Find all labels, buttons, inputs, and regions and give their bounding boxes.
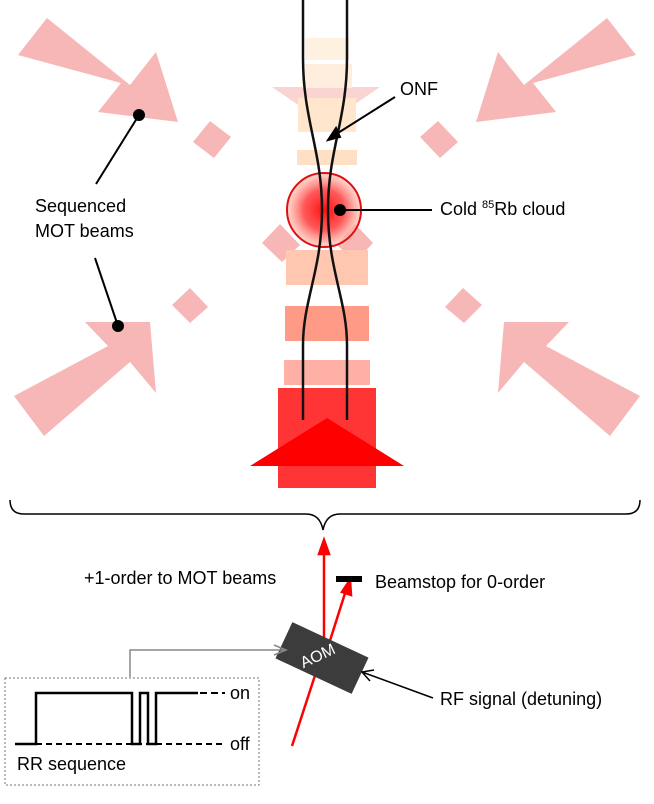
mot-beams-label-line2: MOT beams — [35, 221, 134, 241]
sequence-to-aom-line — [129, 644, 288, 677]
rr-sequence-box — [4, 677, 260, 786]
mot-beam-bottom-right — [445, 288, 640, 436]
beamstop-label: Beamstop for 0-order — [375, 572, 546, 592]
cloud-suffix: Rb cloud — [494, 199, 566, 219]
mot-beam-top-left — [18, 18, 231, 158]
rr-waveform — [15, 691, 198, 746]
central-beam-bands — [272, 38, 380, 385]
cloud-prefix: Cold — [440, 199, 483, 219]
on-label: on — [230, 683, 251, 703]
rr-sequence-label: RR sequence — [17, 754, 127, 774]
up-beam-arrow — [250, 388, 404, 488]
rf-signal-arrow — [360, 669, 434, 699]
rf-signal-label: RF signal (detuning) — [440, 689, 603, 709]
aom-box — [275, 622, 369, 694]
plus-one-order-label: +1-order to MOT beams — [84, 568, 277, 588]
mot-beam-top-right — [420, 18, 636, 158]
optical-nanofiber — [301, 0, 349, 420]
beamstop — [336, 576, 362, 582]
pointer-lines — [94, 96, 432, 332]
mot-beams-label-line1: Sequenced — [35, 196, 127, 216]
grouping-brace — [9, 499, 641, 531]
cold-cloud-label: Cold 85Rb cloud — [440, 198, 565, 220]
mot-beam-bottom-left — [14, 288, 208, 436]
cloud-isotope: 85 — [482, 199, 495, 211]
off-label: off — [230, 734, 250, 754]
onf-label: ONF — [400, 79, 438, 99]
